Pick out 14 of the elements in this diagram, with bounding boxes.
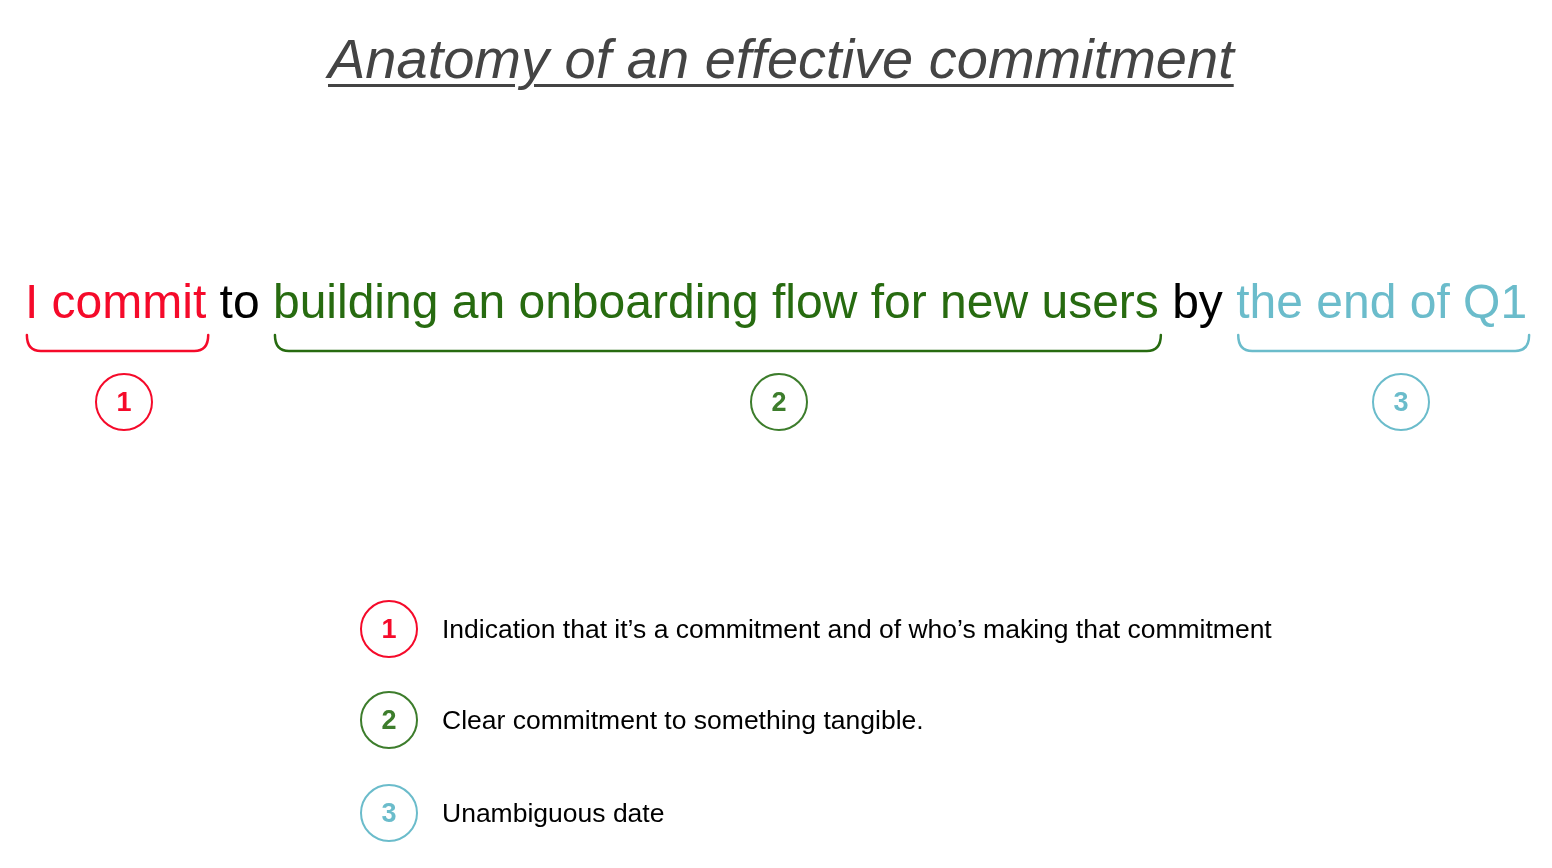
- callout-number: 1: [95, 373, 153, 431]
- sentence-phrase: I commit: [24, 274, 207, 329]
- description-text: Clear commitment to something tangible.: [442, 704, 924, 736]
- callout-number: 3: [360, 784, 418, 842]
- description-text: Indication that it’s a commitment and of who’s making that commitment: [442, 613, 1272, 645]
- sentence-phrase: building an onboarding flow for new users: [272, 274, 1159, 329]
- callout-number: 2: [360, 691, 418, 749]
- description-text: Unambiguous date: [442, 797, 665, 829]
- callout-number: 1: [360, 600, 418, 658]
- callout-number: 3: [1372, 373, 1430, 431]
- sentence-word: to: [219, 274, 260, 329]
- sentence-word: by: [1172, 274, 1223, 329]
- callout-number: 2: [750, 373, 808, 431]
- sentence-phrase: the end of Q1: [1236, 274, 1528, 329]
